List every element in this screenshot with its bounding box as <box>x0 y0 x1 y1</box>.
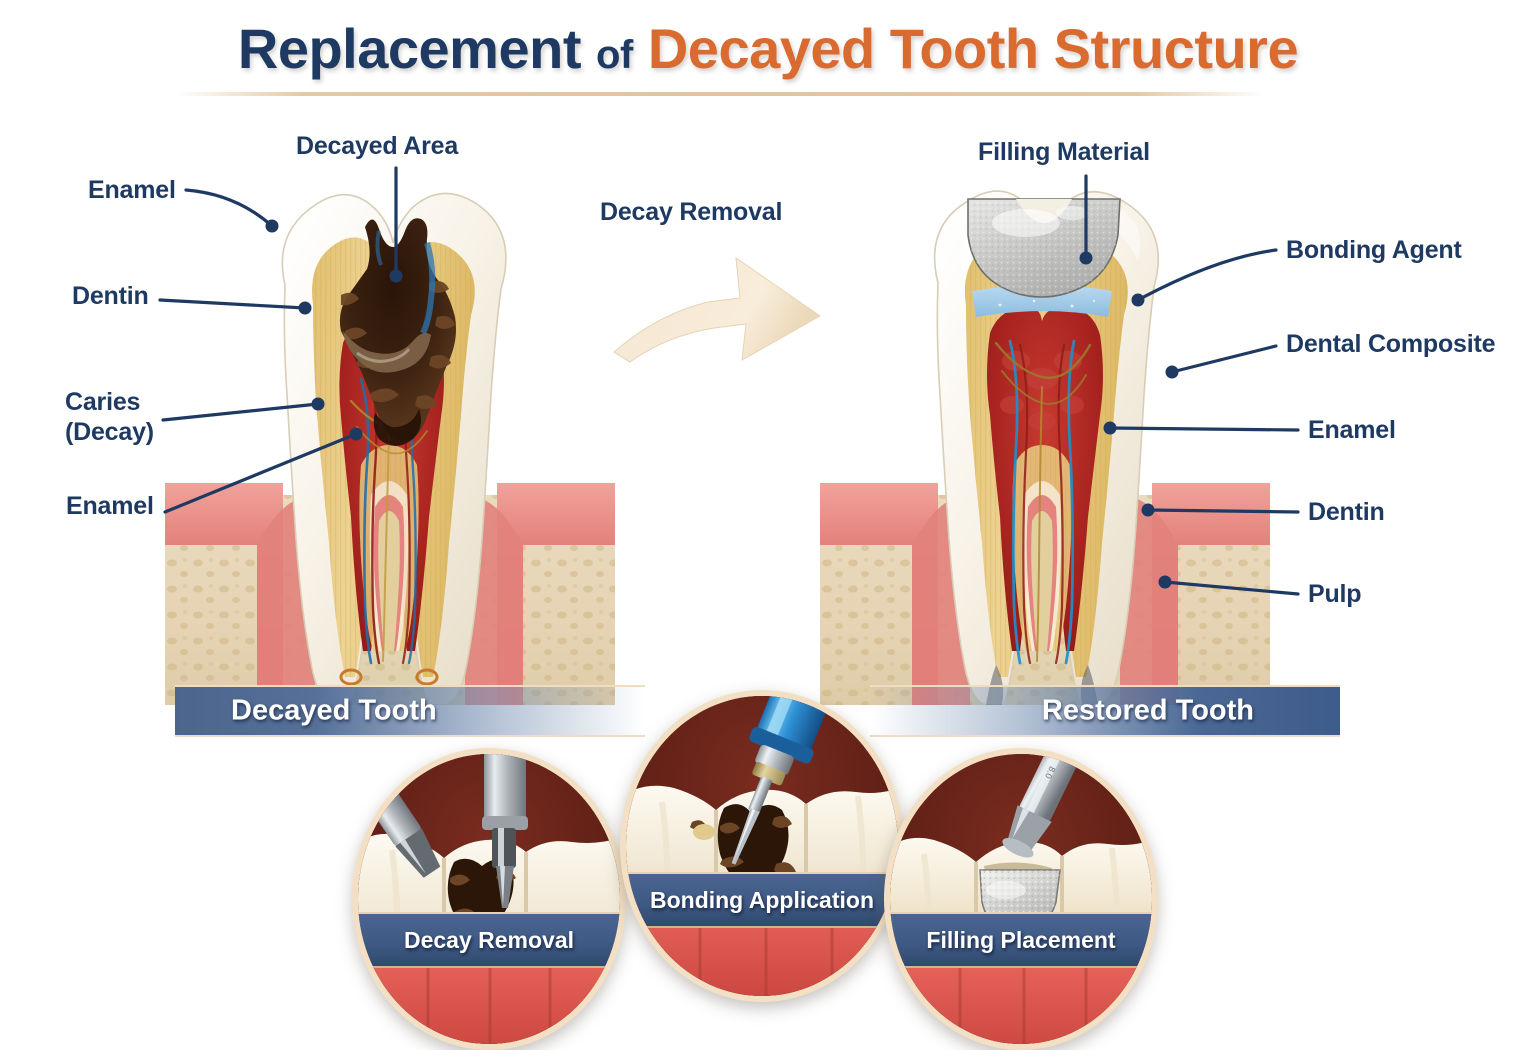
inset-caption-text-3: Filling Placement <box>926 926 1116 953</box>
label-decayed-area: Decayed Area <box>296 132 459 160</box>
label-bonding-agent: Bonding Agent <box>1286 236 1462 264</box>
label-dentin-right: Dentin <box>1308 498 1385 526</box>
banner-band-left <box>175 685 645 737</box>
title-part-of: of <box>596 33 633 77</box>
banner-label-decayed-tooth: Decayed Tooth <box>231 694 437 727</box>
inset-caption-filling-placement: Filling Placement <box>890 912 1152 968</box>
label-dentin-left: Dentin <box>72 282 149 310</box>
decay-removal-process-label: Decay Removal <box>600 198 783 226</box>
decay-removal-arrow <box>613 256 821 363</box>
diagram-canvas: Replacement of Decayed Tooth Structure <box>0 16 1536 1050</box>
label-caries-line1: Caries <box>65 388 141 416</box>
inset-filling-placement[interactable]: 8.0 Filling Placement <box>884 748 1158 1050</box>
svg-text:8.0: 8.0 <box>1043 765 1057 781</box>
title-part-decayed: Decayed Tooth Structure <box>647 17 1299 80</box>
page-title: Replacement of Decayed Tooth Structure <box>0 16 1536 81</box>
label-enamel-right: Enamel <box>1308 416 1396 444</box>
banner-label-restored-tooth: Restored Tooth <box>1041 694 1254 727</box>
inset-caption-bonding-application: Bonding Application <box>626 872 898 928</box>
label-dental-composite: Dental Composite <box>1286 330 1496 358</box>
inset-decay-removal[interactable]: Decay Removal <box>352 748 626 1050</box>
label-pulp-right: Pulp <box>1308 580 1362 608</box>
decayed-tooth-banner: Decayed Tooth <box>175 685 645 737</box>
inset-caption-text-1: Decay Removal <box>403 926 575 953</box>
restored-tooth-banner: Restored Tooth <box>870 685 1340 737</box>
label-filling-material: Filling Material <box>978 138 1150 166</box>
inset-caption-text-2: Bonding Application <box>649 886 874 913</box>
label-enamel-top-left: Enamel <box>88 176 176 204</box>
label-enamel-bottom-left: Enamel <box>66 492 154 520</box>
banner-band-right <box>870 685 1340 737</box>
decayed-tooth-illustration <box>165 165 615 705</box>
inset-bonding-application[interactable]: Bonding Application <box>620 690 904 1002</box>
title-part-replacement: Replacement <box>237 17 582 80</box>
inset-caption-decay-removal: Decay Removal <box>358 912 620 968</box>
restored-tooth-illustration <box>820 165 1270 705</box>
label-caries-line2: (Decay) <box>65 418 154 446</box>
title-divider-rule <box>175 92 1265 96</box>
